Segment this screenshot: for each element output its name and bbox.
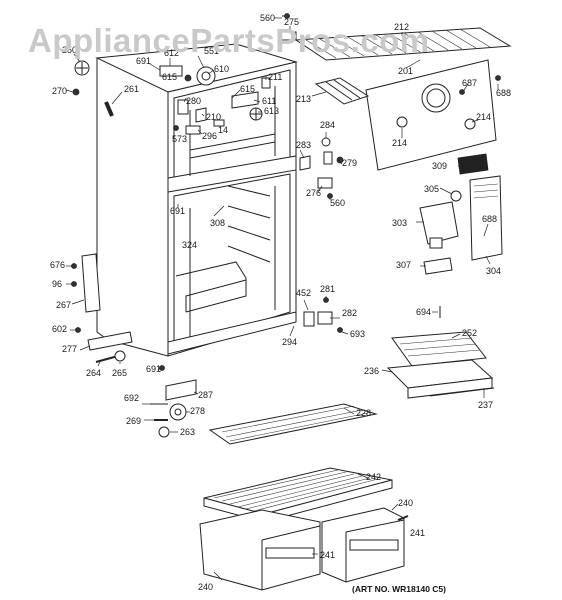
- center-small-parts: [303, 297, 343, 333]
- freezer-components: [72, 60, 271, 135]
- part-labels: 560 275 212 250 612 551 691 615 610 201 …: [50, 13, 511, 592]
- part-label-240: 240: [398, 498, 413, 508]
- part-label-691-b: 691: [170, 206, 185, 216]
- part-label-240-b: 240: [198, 582, 213, 592]
- part-label-294: 294: [282, 337, 297, 347]
- part-label-551: 551: [204, 46, 219, 56]
- part-label-692: 692: [124, 393, 139, 403]
- part-label-280: 280: [186, 96, 201, 106]
- part-label-560-b: 560: [330, 198, 345, 208]
- part-label-284: 284: [320, 120, 335, 130]
- part-label-612: 612: [164, 48, 179, 58]
- part-label-263: 263: [180, 427, 195, 437]
- part-label-687: 687: [462, 78, 477, 88]
- part-label-276: 276: [306, 188, 321, 198]
- part-label-613: 613: [264, 106, 279, 116]
- part-label-241-b: 241: [320, 550, 335, 560]
- part-label-324: 324: [182, 240, 197, 250]
- part-label-270: 270: [52, 86, 67, 96]
- art-number: (ART NO. WR18140 C5): [352, 584, 446, 594]
- part-label-611: 611: [262, 96, 276, 106]
- part-label-213: 213: [296, 94, 311, 104]
- part-label-250: 250: [62, 45, 77, 55]
- leader-lines: [65, 17, 499, 581]
- part-label-283: 283: [296, 140, 311, 150]
- part-label-615-b: 615: [240, 84, 255, 94]
- part-label-96: 96: [52, 279, 62, 289]
- part-label-308: 308: [210, 218, 225, 228]
- crisper-cover-242: [203, 467, 393, 523]
- part-label-214-b: 214: [476, 112, 491, 122]
- lower-left-components: [71, 253, 197, 438]
- top-rear-components: [279, 13, 512, 199]
- part-label-304: 304: [486, 266, 501, 276]
- part-label-694: 694: [416, 307, 431, 317]
- part-label-210: 210: [206, 112, 221, 122]
- part-label-688-b: 688: [482, 214, 497, 224]
- part-label-307: 307: [396, 260, 411, 270]
- part-label-242: 242: [366, 472, 381, 482]
- part-label-252: 252: [462, 328, 477, 338]
- part-label-212: 212: [394, 22, 409, 32]
- part-label-265: 265: [112, 368, 127, 378]
- part-label-277: 277: [62, 344, 77, 354]
- part-label-261: 261: [124, 84, 139, 94]
- part-label-228: 228: [356, 408, 371, 418]
- part-label-309: 309: [432, 161, 447, 171]
- part-label-14: 14: [218, 125, 228, 135]
- part-label-573: 573: [172, 134, 187, 144]
- crisper-drawers: [199, 507, 409, 591]
- part-label-279: 279: [342, 158, 357, 168]
- part-label-305: 305: [424, 184, 439, 194]
- part-label-214: 214: [392, 138, 407, 148]
- part-label-241: 241: [410, 528, 425, 538]
- part-label-275: 275: [284, 17, 299, 27]
- part-label-691: 691: [136, 56, 151, 66]
- part-label-560: 560: [260, 13, 275, 23]
- part-label-278: 278: [190, 406, 205, 416]
- control-housing-components: [419, 153, 503, 318]
- glass-shelf-228: [208, 403, 378, 445]
- part-label-269: 269: [126, 416, 141, 426]
- part-label-211: 211: [268, 72, 282, 82]
- part-label-281: 281: [320, 284, 335, 294]
- part-label-688: 688: [496, 88, 511, 98]
- part-label-452: 452: [296, 288, 311, 298]
- part-label-201: 201: [398, 66, 413, 76]
- part-label-237: 237: [478, 400, 493, 410]
- part-label-267: 267: [56, 300, 71, 310]
- part-label-610: 610: [214, 64, 229, 74]
- part-label-282: 282: [342, 308, 357, 318]
- part-label-676: 676: [50, 260, 65, 270]
- part-label-615: 615: [162, 72, 177, 82]
- part-label-691-c: 691: [146, 364, 161, 374]
- part-label-287: 287: [198, 390, 213, 400]
- watermark: AppliancePartsPros.com: [28, 22, 430, 59]
- part-label-303: 303: [392, 218, 407, 228]
- part-label-693: 693: [350, 329, 365, 339]
- part-label-602: 602: [52, 324, 67, 334]
- part-label-264: 264: [86, 368, 101, 378]
- part-label-296: 296: [202, 131, 217, 141]
- meat-pan-assembly: [386, 331, 495, 399]
- refrigerator-cabinet: [95, 43, 298, 357]
- part-label-236: 236: [364, 366, 379, 376]
